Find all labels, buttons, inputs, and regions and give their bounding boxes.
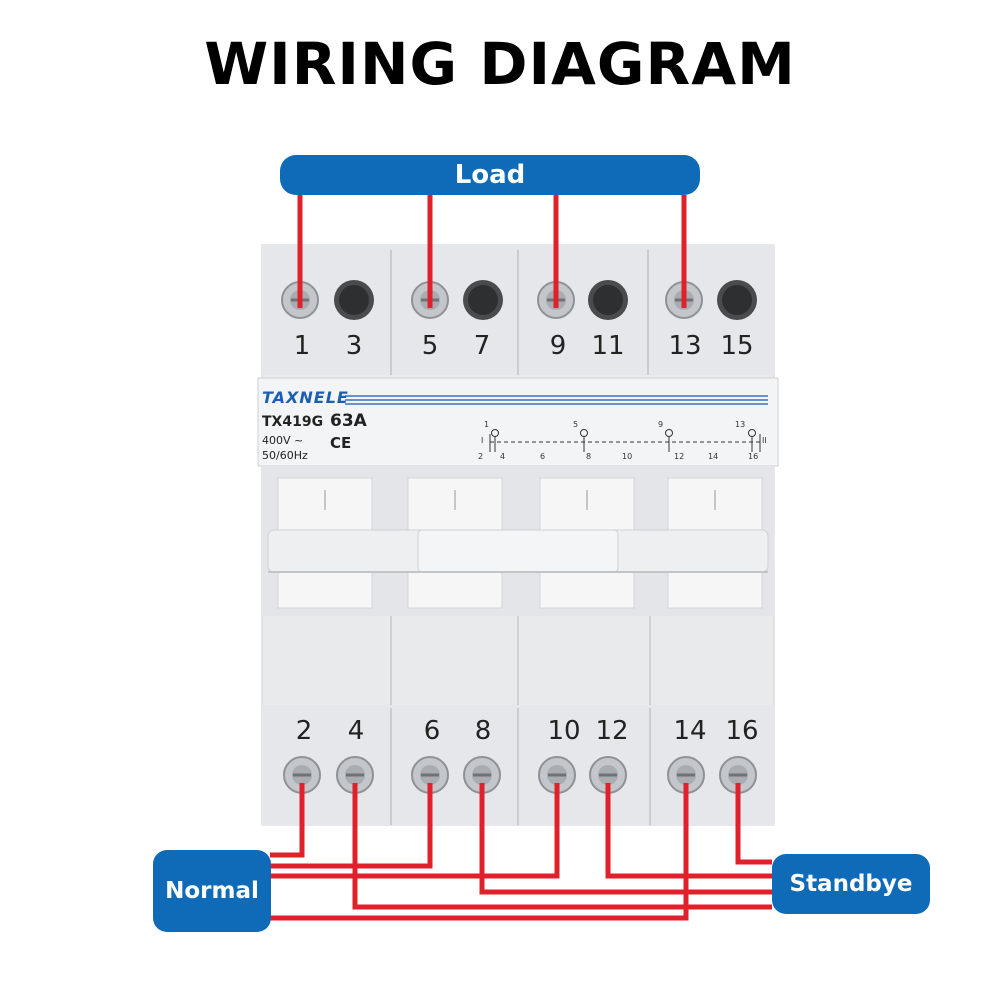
standby-label: Standbye (772, 854, 930, 914)
load-label: Load (280, 155, 700, 195)
voltage-rating: 400V ~ (262, 434, 304, 447)
terminal-number: 2 (295, 716, 313, 746)
schematic-label: 1 (484, 420, 490, 429)
top-hole-11 (588, 280, 628, 320)
schematic-label: 8 (586, 452, 592, 461)
schematic-label: 4 (500, 452, 506, 461)
terminal-number: 4 (347, 716, 365, 746)
terminal-number: 11 (591, 331, 625, 361)
bottom-screw-10 (538, 756, 576, 794)
schematic-label: 16 (748, 452, 759, 461)
frequency-rating: 50/60Hz (262, 449, 308, 462)
top-hole-3 (334, 280, 374, 320)
terminal-number: 5 (421, 331, 439, 361)
schematic-label: 14 (708, 452, 719, 461)
terminal-number: 8 (474, 716, 492, 746)
terminal-number: 12 (595, 716, 629, 746)
bottom-screw-2 (283, 756, 321, 794)
schematic-label: 2 (478, 452, 484, 461)
schematic-label: II (762, 436, 767, 445)
bottom-screw-12 (589, 756, 627, 794)
schematic-label: 6 (540, 452, 546, 461)
schematic-label: 5 (573, 420, 579, 429)
current-rating: 63A (330, 411, 367, 431)
schematic-label: 9 (658, 420, 664, 429)
brand-logo: TAXNELE (262, 388, 349, 407)
terminal-number: 9 (549, 331, 567, 361)
terminal-number: 10 (547, 716, 581, 746)
schematic-label: 13 (735, 420, 746, 429)
normal-label: Normal (153, 850, 271, 932)
top-hole-15 (717, 280, 757, 320)
terminal-number: 14 (673, 716, 707, 746)
terminal-number: 13 (668, 331, 702, 361)
bottom-screw-14 (667, 756, 705, 794)
top-hole-7 (463, 280, 503, 320)
schematic-label: 10 (622, 452, 633, 461)
terminal-number: 7 (473, 331, 491, 361)
terminal-number: 16 (725, 716, 759, 746)
terminal-number: 15 (720, 331, 754, 361)
model-number: TX419G (262, 414, 324, 430)
standby-wires (352, 783, 772, 910)
diagram-title: WIRING DIAGRAM (204, 30, 796, 98)
terminal-number: 1 (293, 331, 311, 361)
terminal-number: 3 (345, 331, 363, 361)
terminal-number: 6 (423, 716, 441, 746)
load-wires (297, 195, 687, 308)
normal-wires (270, 783, 689, 921)
schematic-label: I (481, 436, 484, 445)
ce-mark: CE (330, 434, 352, 452)
schematic-label: 12 (674, 452, 685, 461)
bottom-screw-6 (411, 756, 449, 794)
